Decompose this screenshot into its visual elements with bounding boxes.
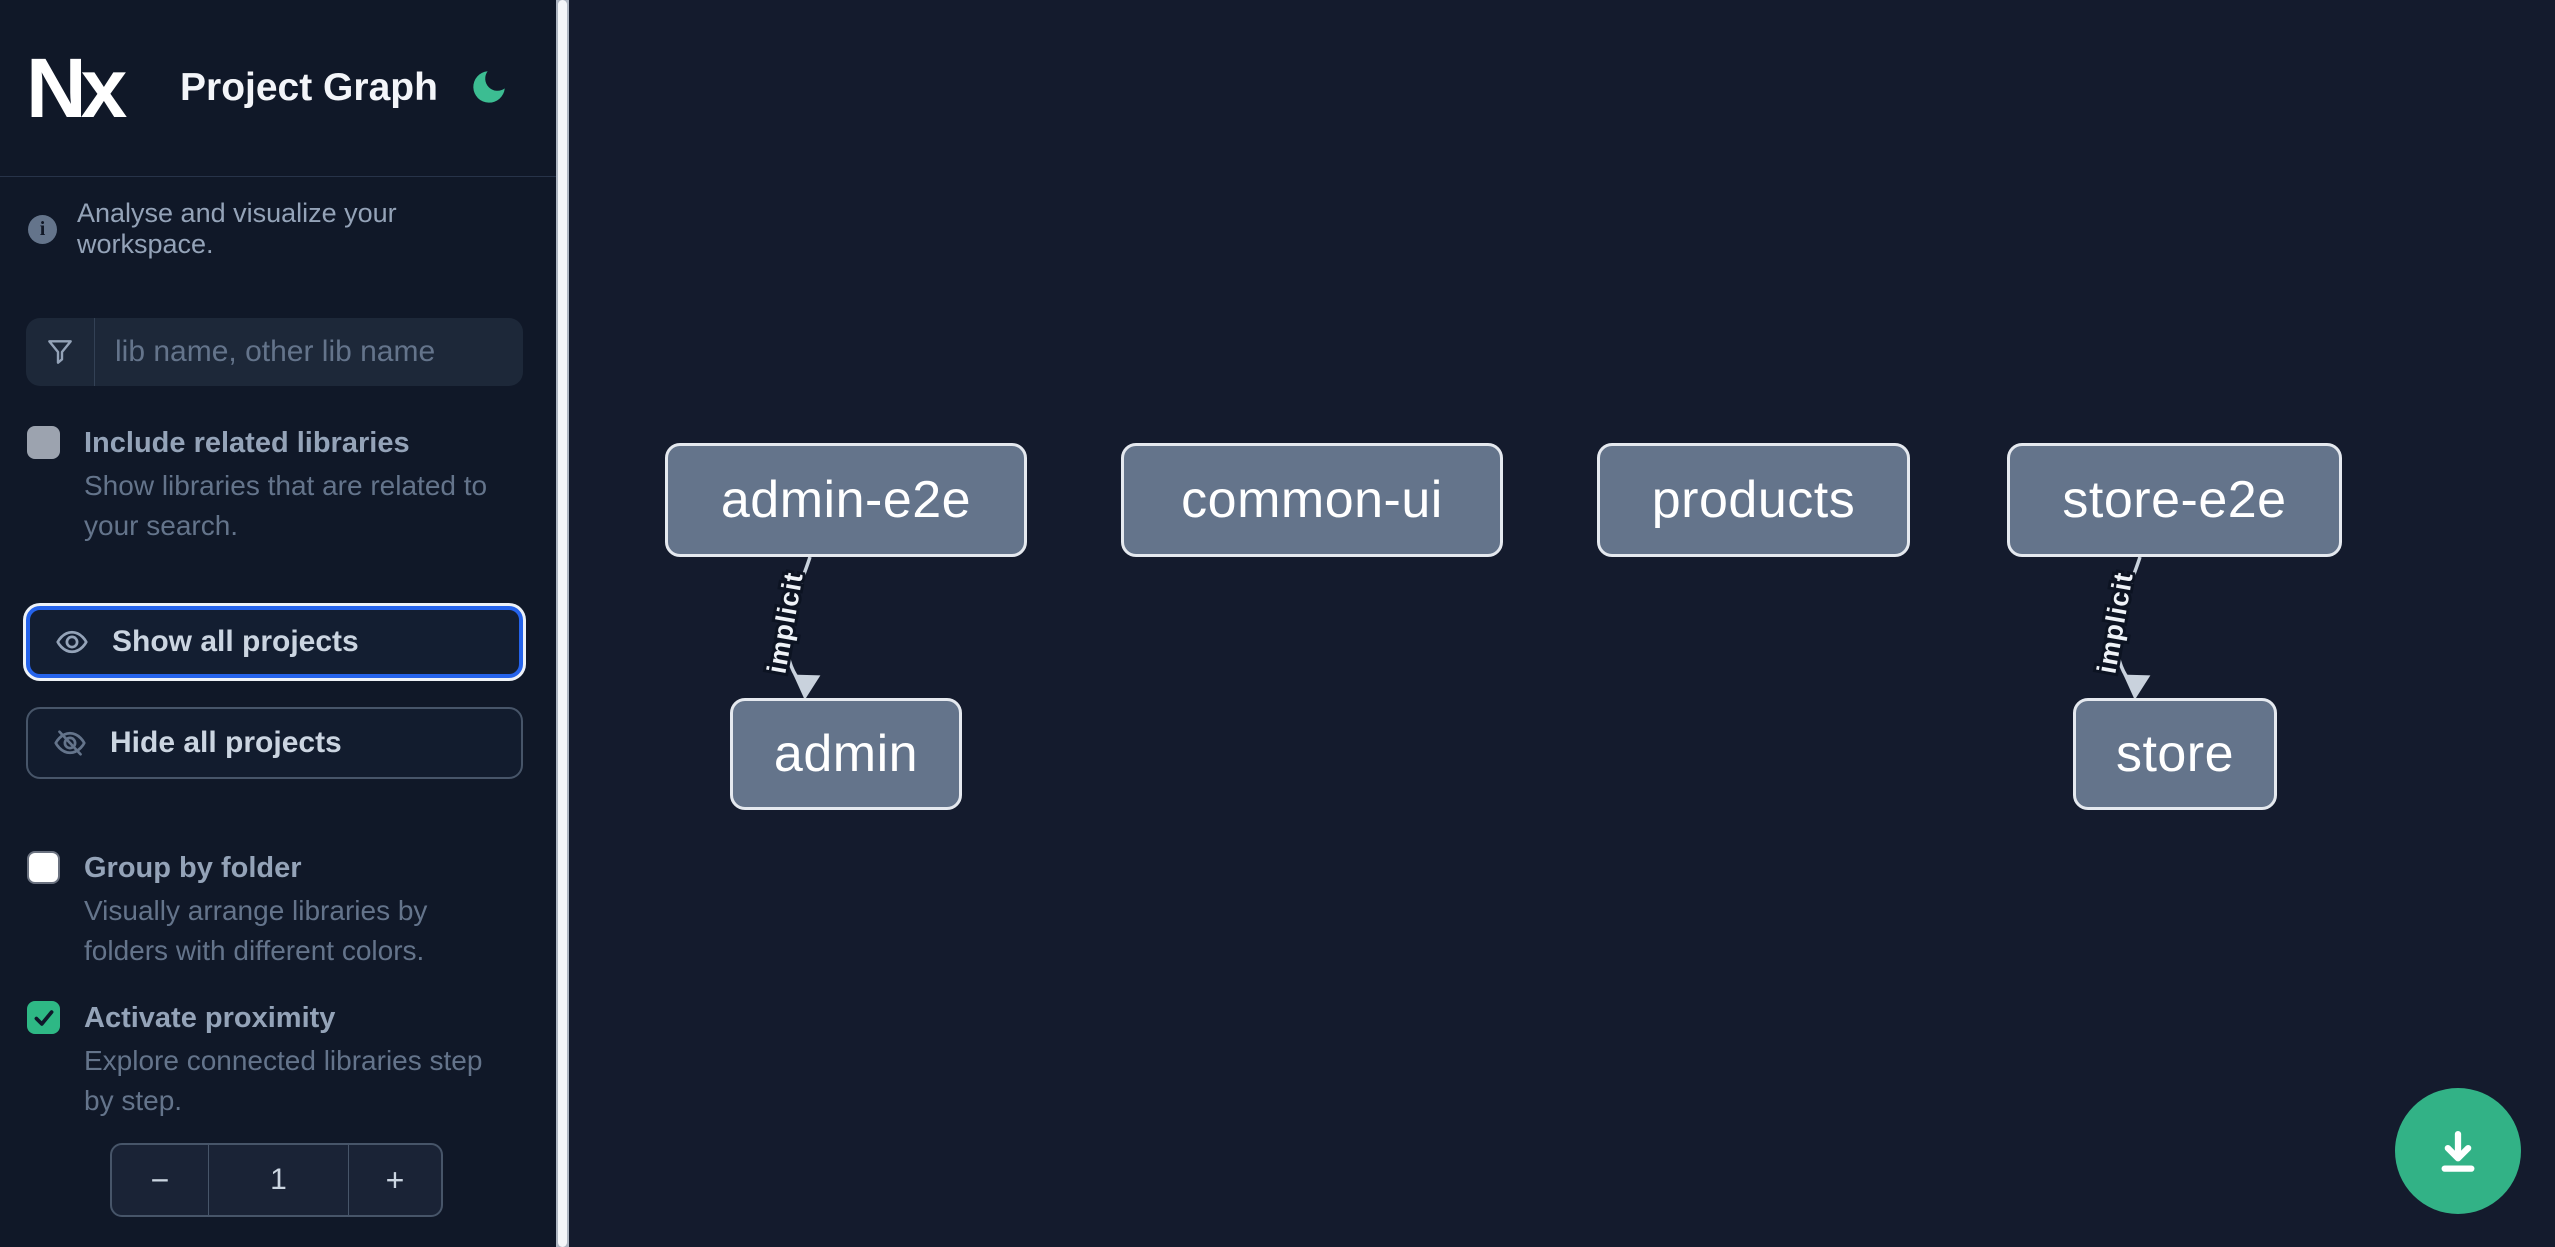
edge-label-implicit[interactable]: implicit [758, 567, 811, 679]
show-all-projects-label: Show all projects [112, 625, 359, 658]
group-by-folder-label[interactable]: Group by folder [84, 852, 302, 884]
stepper-value: 1 [270, 1163, 287, 1196]
increment-button[interactable]: + [348, 1145, 441, 1215]
theme-toggle-button[interactable] [468, 66, 510, 108]
edge-store-e2e-store[interactable]: implicit [2088, 556, 2151, 701]
activate-proximity-label[interactable]: Activate proximity [84, 1002, 336, 1034]
node-products[interactable]: products [1597, 443, 1910, 557]
hide-all-projects-label: Hide all projects [110, 726, 342, 759]
funnel-icon [26, 318, 95, 386]
hide-all-projects-button[interactable]: Hide all projects [26, 707, 523, 779]
activate-proximity-checkbox[interactable] [27, 1001, 60, 1034]
include-related-description: Show libraries that are related to your … [84, 470, 488, 541]
show-all-projects-button[interactable]: Show all projects [26, 606, 523, 678]
sidebar: Nx Project Graph i Analyse and visualize… [0, 0, 556, 1247]
sidebar-scrollbar-thumb[interactable] [558, 0, 567, 1247]
graph-canvas[interactable]: implicit implicit admin-e2e common-ui pr… [569, 0, 2555, 1247]
include-related-checkbox[interactable] [27, 426, 60, 459]
include-related-label[interactable]: Include related libraries [84, 427, 410, 459]
group-by-folder-description: Visually arrange libraries by folders wi… [84, 895, 428, 966]
graph-edges-layer: implicit implicit [758, 556, 2151, 701]
info-icon: i [28, 214, 57, 244]
group-by-folder-toggle: Group by folder Visually arrange librari… [26, 849, 526, 971]
moon-icon [473, 71, 505, 103]
edge-arrowhead [793, 674, 821, 700]
download-graph-button[interactable] [2395, 1088, 2521, 1214]
node-store-e2e[interactable]: store-e2e [2007, 443, 2342, 557]
workspace-info-text: Analyse and visualize your workspace. [77, 198, 397, 259]
page-title: Project Graph [180, 66, 438, 109]
workspace-info-row: i Analyse and visualize your workspace. [28, 198, 528, 260]
proximity-depth-stepper: − 1 + [110, 1143, 443, 1217]
node-admin-e2e[interactable]: admin-e2e [665, 443, 1027, 557]
eye-off-icon [52, 725, 88, 761]
node-admin[interactable]: admin [730, 698, 962, 810]
filter-input[interactable] [95, 318, 523, 386]
sidebar-scrollbar[interactable] [556, 0, 569, 1247]
edge-admin-e2e-admin[interactable]: implicit [758, 556, 821, 701]
nx-logo-text: Nx [26, 41, 127, 135]
activate-proximity-description: Explore connected libraries step by step… [84, 1045, 483, 1116]
nx-logo: Nx [26, 40, 136, 136]
check-icon [34, 1009, 53, 1026]
filter-field [26, 318, 523, 386]
activate-proximity-toggle: Activate proximity Explore connected lib… [26, 999, 526, 1121]
decrement-button[interactable]: − [112, 1145, 209, 1215]
eye-icon [54, 624, 90, 660]
node-store[interactable]: store [2073, 698, 2277, 810]
node-common-ui[interactable]: common-ui [1121, 443, 1503, 557]
include-related-toggle: Include related libraries Show libraries… [26, 424, 526, 546]
edge-label-implicit[interactable]: implicit [2088, 567, 2141, 679]
sidebar-header: Nx Project Graph [0, 0, 556, 177]
group-by-folder-checkbox[interactable] [27, 851, 60, 884]
edge-arrowhead [2123, 674, 2151, 700]
download-icon [2441, 1130, 2475, 1172]
